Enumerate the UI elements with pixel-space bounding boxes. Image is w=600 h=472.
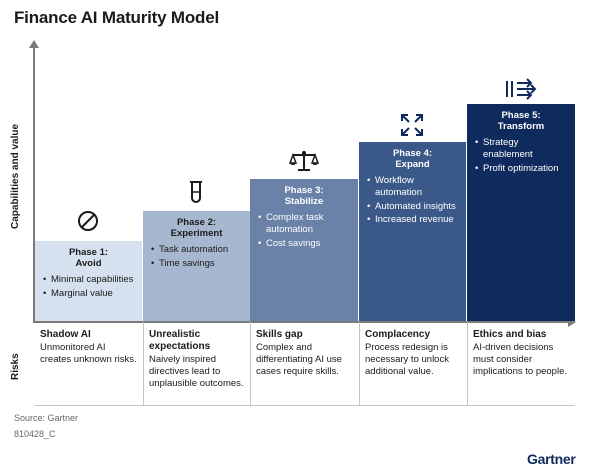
phase-4-title: Phase 4: Expand xyxy=(392,148,433,171)
phase-3-list: Complex task automation Cost savings xyxy=(258,212,350,250)
phase-4-bullet: Workflow automation xyxy=(367,175,458,199)
test-tube-icon xyxy=(190,181,202,203)
phase-5-bullet: Profit optimization xyxy=(475,163,567,175)
phase-2-block: Phase 2: Experiment Task automation Time… xyxy=(143,211,250,321)
phase-2-list: Task automation Time savings xyxy=(151,244,242,270)
risk-cell: Shadow AI Unmonitored AI creates unknown… xyxy=(35,322,143,406)
y-axis-line xyxy=(33,46,35,322)
risks-row: Shadow AI Unmonitored AI creates unknown… xyxy=(35,322,575,406)
risk-text: Process redesign is necessary to unlock … xyxy=(365,342,449,377)
phase-3-bullet: Complex task automation xyxy=(258,212,350,236)
phase-2-title: Phase 2: Experiment xyxy=(170,217,223,240)
expand-arrows-icon xyxy=(401,114,423,136)
x-axis-arrow xyxy=(568,317,576,327)
balance-scale-icon xyxy=(289,151,319,171)
risk-title: Ethics and bias xyxy=(473,329,547,340)
risk-cell: Unrealistic expectations Naively inspire… xyxy=(143,322,250,406)
phase-4-block: Phase 4: Expand Workflow automation Auto… xyxy=(359,142,466,321)
prohibited-icon xyxy=(78,211,98,231)
phase-2-bullet: Task automation xyxy=(151,244,242,256)
risk-title: Unrealistic expectations xyxy=(149,329,211,352)
phase-1-bullet: Minimal capabilities xyxy=(43,274,134,286)
risk-cell: Ethics and bias AI-driven decisions must… xyxy=(467,322,575,406)
phase-5-bullet: Strategy enablement xyxy=(475,137,567,161)
phase-2-bullet: Time savings xyxy=(151,258,242,270)
page-title: Finance AI Maturity Model xyxy=(14,8,220,27)
phase-5-title: Phase 5: Transform xyxy=(497,110,545,133)
phase-1-block: Phase 1: Avoid Minimal capabilities Marg… xyxy=(35,241,142,321)
risk-text: Unmonitored AI creates unknown risks. xyxy=(40,342,137,365)
source-note: Source: Gartner xyxy=(14,413,79,423)
phase-4-bullet: Automated insights xyxy=(367,201,458,213)
phase-5-list: Strategy enablement Profit optimization xyxy=(475,137,567,175)
phase-3-block: Phase 3: Stabilize Complex task automati… xyxy=(250,179,358,321)
risk-text: AI-driven decisions must consider implic… xyxy=(473,342,567,377)
document-code: 810428_C xyxy=(14,429,56,439)
risk-text: Complex and differentiating AI use cases… xyxy=(256,342,342,377)
gartner-logo: Gartner xyxy=(527,451,576,467)
phase-1-list: Minimal capabilities Marginal value xyxy=(43,274,134,300)
phase-1-bullet: Marginal value xyxy=(43,288,134,300)
phase-1-title: Phase 1: Avoid xyxy=(68,247,109,270)
risk-cell: Skills gap Complex and differentiating A… xyxy=(250,322,359,406)
transform-arrows-icon xyxy=(506,78,537,100)
risk-cell: Complacency Process redesign is necessar… xyxy=(359,322,467,406)
phase-4-list: Workflow automation Automated insights I… xyxy=(367,175,458,227)
phase-4-bullet: Increased revenue xyxy=(367,214,458,226)
phase-3-title: Phase 3: Stabilize xyxy=(284,185,324,208)
phase-5-block: Phase 5: Transform Strategy enablement P… xyxy=(467,104,575,321)
y-axis-label: Capabilities and value xyxy=(10,123,21,229)
y-axis-arrow xyxy=(29,40,39,48)
risk-title: Shadow AI xyxy=(40,329,91,340)
x-axis-line xyxy=(33,321,570,323)
risks-label: Risks xyxy=(10,353,21,380)
phase-3-bullet: Cost savings xyxy=(258,238,350,250)
risk-title: Complacency xyxy=(365,329,431,340)
risk-title: Skills gap xyxy=(256,329,303,340)
risk-text: Naively inspired directives lead to unpl… xyxy=(149,354,244,389)
